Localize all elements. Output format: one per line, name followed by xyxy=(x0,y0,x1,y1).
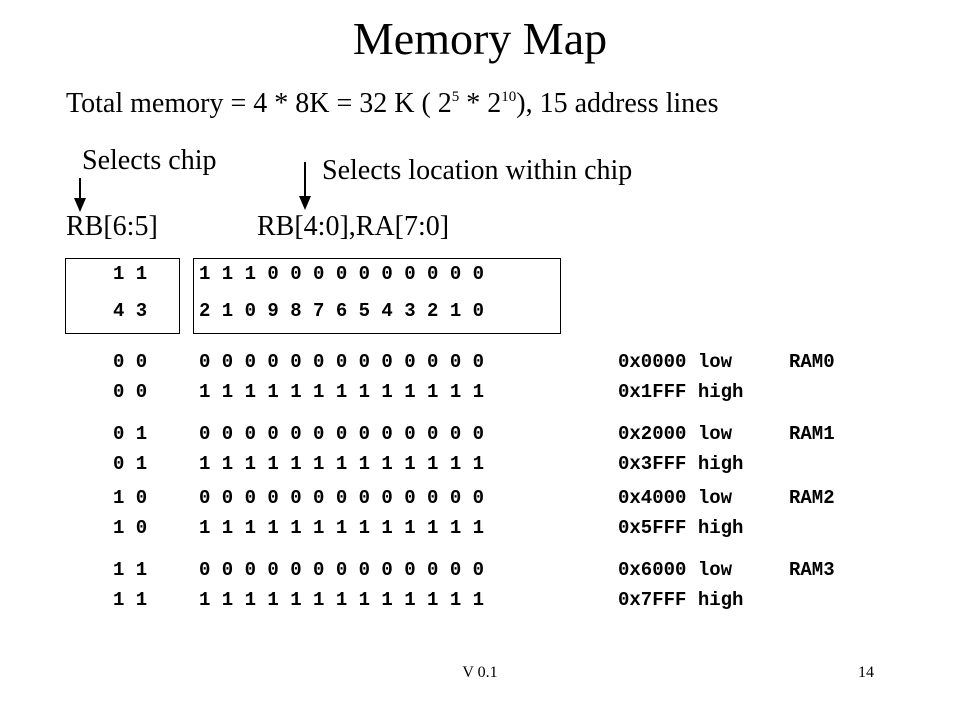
row-address: 0x2000 low xyxy=(618,423,733,445)
row-chip-bits: 0 0 xyxy=(113,381,148,403)
chip-bits-label: RB[6:5] xyxy=(66,211,158,242)
selects-chip-arrowhead xyxy=(74,198,86,212)
row-chip-bits: 0 0 xyxy=(113,351,148,373)
row-address: 0x0000 low xyxy=(618,351,733,373)
row-address: 0x4000 low xyxy=(618,487,733,509)
row-chip-bits: 0 1 xyxy=(113,453,148,475)
row-location-bits: 0 0 0 0 0 0 0 0 0 0 0 0 0 xyxy=(199,559,485,581)
row-chip-bits: 1 1 xyxy=(113,559,148,581)
slide-title: Memory Map xyxy=(352,13,608,64)
row-location-bits: 1 1 1 1 1 1 1 1 1 1 1 1 1 xyxy=(199,517,485,539)
location-bit-header-row-1: 1 1 1 0 0 0 0 0 0 0 0 0 0 xyxy=(199,263,485,285)
row-ram-label: RAM1 xyxy=(789,423,835,445)
location-bit-header-row-2: 2 1 0 9 8 7 6 5 4 3 2 1 0 xyxy=(199,300,485,322)
selects-location-arrowhead xyxy=(299,196,311,210)
location-bit-header-box xyxy=(193,258,561,334)
row-chip-bits: 0 1 xyxy=(113,423,148,445)
row-location-bits: 0 0 0 0 0 0 0 0 0 0 0 0 0 xyxy=(199,487,485,509)
row-ram-label: RAM2 xyxy=(789,487,835,509)
row-ram-label: RAM3 xyxy=(789,559,835,581)
total-memory-line: Total memory = 4 * 8K = 32 K ( 25 * 210)… xyxy=(66,88,718,120)
row-address: 0x7FFF high xyxy=(618,589,744,611)
page-number: 14 xyxy=(858,664,874,681)
row-location-bits: 1 1 1 1 1 1 1 1 1 1 1 1 1 xyxy=(199,453,485,475)
total-memory-mid: * 2 xyxy=(459,88,502,119)
row-location-bits: 0 0 0 0 0 0 0 0 0 0 0 0 0 xyxy=(199,423,485,445)
location-bits-label: RB[4:0],RA[7:0] xyxy=(257,211,450,242)
row-chip-bits: 1 1 xyxy=(113,589,148,611)
total-memory-exponent-2: 10 xyxy=(501,89,517,105)
version-label: V 0.1 xyxy=(462,664,498,681)
row-location-bits: 1 1 1 1 1 1 1 1 1 1 1 1 1 xyxy=(199,381,485,403)
selects-chip-label: Selects chip xyxy=(82,145,217,176)
row-address: 0x1FFF high xyxy=(618,381,744,403)
row-address: 0x3FFF high xyxy=(618,453,744,475)
row-chip-bits: 1 0 xyxy=(113,487,148,509)
chip-bit-header-row-1: 1 1 xyxy=(113,263,148,285)
chip-bit-header-box xyxy=(65,258,180,334)
total-memory-prefix: Total memory = 4 * 8K = 32 K ( 2 xyxy=(66,88,452,119)
row-address: 0x6000 low xyxy=(618,559,733,581)
row-address: 0x5FFF high xyxy=(618,517,744,539)
selects-location-label: Selects location within chip xyxy=(322,155,633,186)
row-location-bits: 1 1 1 1 1 1 1 1 1 1 1 1 1 xyxy=(199,589,485,611)
row-ram-label: RAM0 xyxy=(789,351,835,373)
row-location-bits: 0 0 0 0 0 0 0 0 0 0 0 0 0 xyxy=(199,351,485,373)
total-memory-suffix: ), 15 address lines xyxy=(516,88,719,119)
row-chip-bits: 1 0 xyxy=(113,517,148,539)
total-memory-exponent-1: 5 xyxy=(451,89,460,105)
chip-bit-header-row-2: 4 3 xyxy=(113,300,148,322)
